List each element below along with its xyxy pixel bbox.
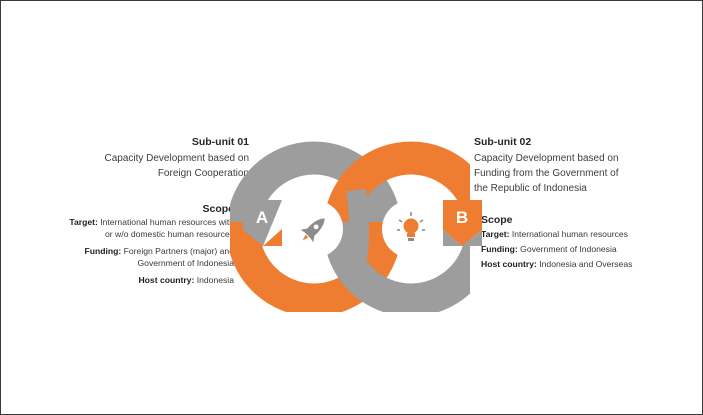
ring-a-label: Sub-unit 01 — [294, 179, 335, 188]
left-description-line-2: Foreign Cooperation — [157, 168, 249, 179]
ring-overlap — [346, 188, 369, 270]
right-scope-host: Host country: Indonesia and Overseas — [481, 259, 633, 269]
letter-b: B — [456, 208, 468, 227]
left-scope-target-2: or w/o domestic human resources — [105, 229, 234, 239]
right-scope-funding: Funding: Government of Indonesia — [481, 244, 617, 254]
left-scope-funding: Funding: Foreign Partners (major) and — [84, 246, 234, 256]
left-scope-title: Scope — [202, 203, 234, 215]
ring-b-label: Sub-unit 02 — [391, 179, 432, 188]
right-description-line-1: Capacity Development based on — [474, 153, 619, 164]
left-scope-funding-2: Government of Indonesia — [137, 258, 235, 268]
lightbulb-icon — [397, 212, 425, 241]
left-scope-host: Host country: Indonesia — [138, 275, 234, 285]
left-description-line-1: Capacity Development based on — [104, 153, 249, 164]
right-description-line-2: Funding from the Government of — [474, 168, 619, 179]
left-scope-target: Target: International human resources wi… — [69, 217, 234, 227]
letter-a: A — [256, 208, 268, 227]
right-scope-target: Target: International human resources — [481, 229, 628, 239]
left-title: Sub-unit 01 — [191, 136, 249, 148]
right-scope-title: Scope — [481, 214, 513, 226]
right-description-line-3: the Republic of Indonesia — [474, 183, 587, 194]
right-title: Sub-unit 02 — [474, 136, 532, 148]
